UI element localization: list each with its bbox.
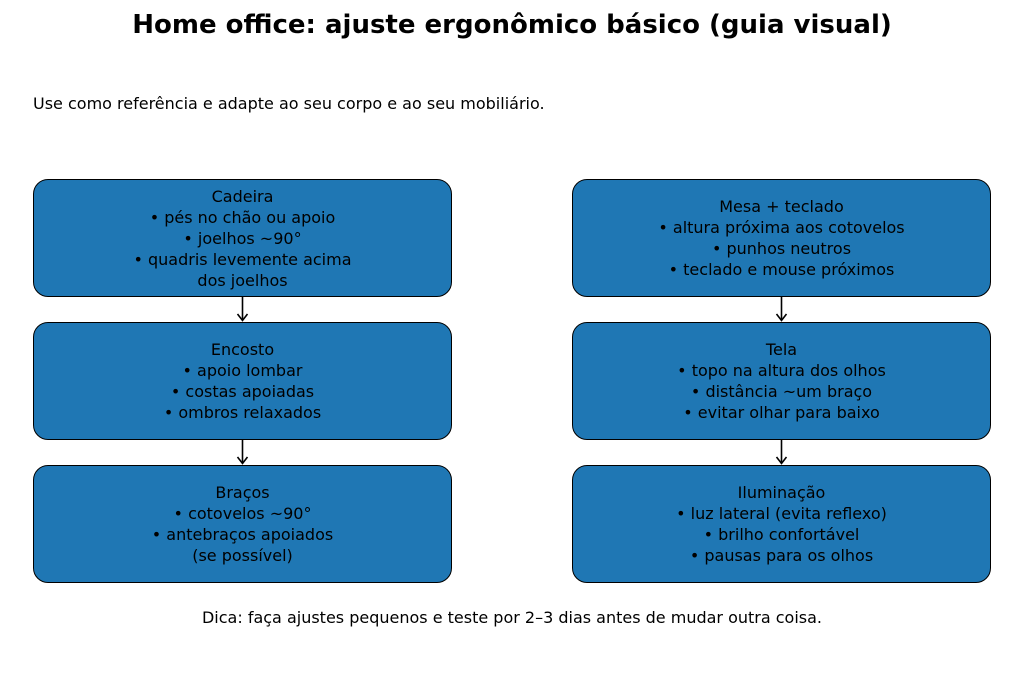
box-title: Encosto <box>210 340 275 359</box>
box-line: • quadris levemente acima <box>133 249 352 269</box>
box-line: • teclado e mouse próximos <box>668 260 895 279</box>
box-title: Tela <box>765 340 798 359</box>
footer-tip: Dica: faça ajustes pequenos e teste por … <box>201 608 823 627</box>
down-arrow <box>236 440 249 465</box>
box-title: Braços <box>215 483 270 502</box>
box-line: • luz lateral (evita reflexo) <box>676 504 887 523</box>
box-line: (se possível) <box>192 546 293 565</box>
box-line: • topo na altura dos olhos <box>677 361 886 380</box>
box-line: • altura próxima aos cotovelos <box>658 218 905 237</box>
box-line: • costas apoiadas <box>170 382 315 401</box>
flow-box-mesa-teclado: Mesa + teclado • altura próxima aos coto… <box>572 179 991 297</box>
box-title: Cadeira <box>211 186 274 206</box>
box-line: • distância ~um braço <box>690 382 873 401</box>
flow-box-cadeira: Cadeira • pés no chão ou apoio • joelhos… <box>33 179 452 297</box>
down-arrow <box>775 297 788 322</box>
box-line: • antebraços apoiados <box>151 525 334 544</box>
down-arrow <box>236 297 249 322</box>
box-line: • joelhos ~90° <box>183 228 302 248</box>
flow-box-encosto: Encosto • apoio lombar • costas apoiadas… <box>33 322 452 440</box>
box-line: • cotovelos ~90° <box>173 504 312 523</box>
box-line: • punhos neutros <box>711 239 852 258</box>
box-line: dos joelhos <box>197 270 288 290</box>
box-line: • evitar olhar para baixo <box>683 403 880 422</box>
flow-box-bracos: Braços • cotovelos ~90° • antebraços apo… <box>33 465 452 583</box>
flow-box-iluminacao: Iluminação • luz lateral (evita reflexo)… <box>572 465 991 583</box>
box-title: Mesa + teclado <box>719 197 844 216</box>
box-line: • apoio lombar <box>182 361 303 380</box>
down-arrow <box>775 440 788 465</box>
box-line: • ombros relaxados <box>163 403 322 422</box>
box-line: • pés no chão ou apoio <box>149 207 336 227</box>
page-title: Home office: ajuste ergonômico básico (g… <box>132 10 892 40</box>
box-title: Iluminação <box>737 483 826 502</box>
box-line: • pausas para os olhos <box>689 546 874 565</box>
flow-box-tela: Tela • topo na altura dos olhos • distân… <box>572 322 991 440</box>
subtitle-text: Use como referência e adapte ao seu corp… <box>33 94 545 113</box>
box-line: • brilho confortável <box>703 525 860 544</box>
